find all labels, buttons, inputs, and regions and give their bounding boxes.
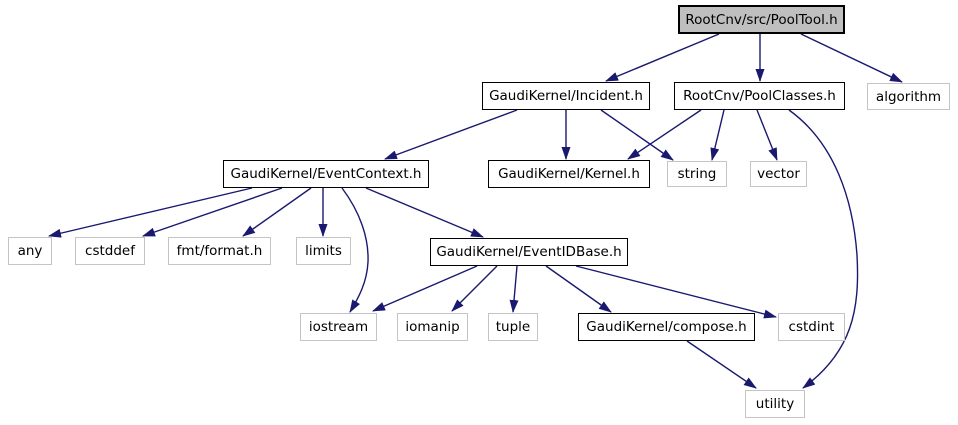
edge-pooltool-incident <box>605 33 720 82</box>
graph-node-eventcontext[interactable]: GaudiKernel/EventContext.h <box>223 160 429 188</box>
graph-node-pooltool: RootCnv/src/PoolTool.h <box>678 5 845 34</box>
graph-node-string: string <box>667 161 727 187</box>
graph-node-fmtformat: fmt/format.h <box>168 237 271 265</box>
edge-poolclasses-vector <box>756 109 778 161</box>
graph-node-tuple: tuple <box>488 313 538 341</box>
graph-node-eventidbase[interactable]: GaudiKernel/EventIDBase.h <box>430 238 628 266</box>
edge-eventidbase-compose <box>545 265 612 313</box>
edge-poolclasses-utility <box>788 109 859 389</box>
graph-node-cstddef: cstddef <box>75 237 145 265</box>
graph-node-algorithm: algorithm <box>867 83 950 110</box>
graph-node-incident[interactable]: GaudiKernel/Incident.h <box>482 82 650 110</box>
graph-node-poolclasses[interactable]: RootCnv/PoolClasses.h <box>674 82 845 110</box>
edge-incident-eventcontext <box>384 109 518 160</box>
graph-node-iomanip: iomanip <box>397 313 468 341</box>
edge-eventidbase-tuple <box>509 265 519 313</box>
edge-eventcontext-iostream <box>341 187 369 313</box>
edge-incident-string <box>600 109 674 161</box>
graph-node-vector: vector <box>750 161 807 187</box>
graph-node-any: any <box>8 237 52 265</box>
edge-poolclasses-string <box>710 109 725 161</box>
edge-compose-utility <box>686 340 757 389</box>
edge-eventidbase-cstdint <box>575 265 777 319</box>
graph-node-utility: utility <box>745 390 805 418</box>
edge-eventidbase-iomanip <box>451 265 498 312</box>
edge-eventcontext-eventidbase <box>365 187 484 238</box>
graph-node-kernel[interactable]: GaudiKernel/Kernel.h <box>488 160 650 188</box>
graph-node-iostream: iostream <box>300 313 377 341</box>
edge-pooltool-algorithm <box>800 33 903 83</box>
edge-poolclasses-kernel <box>627 109 702 160</box>
graph-node-limits: limits <box>296 237 351 265</box>
edge-eventcontext-any <box>48 187 253 238</box>
graph-node-cstdint: cstdint <box>778 313 845 341</box>
edge-eventcontext-fmtformat <box>242 187 312 237</box>
graph-node-compose[interactable]: GaudiKernel/compose.h <box>578 313 755 341</box>
edge-eventidbase-iostream <box>372 265 478 312</box>
edge-eventcontext-cstddef <box>142 187 283 237</box>
